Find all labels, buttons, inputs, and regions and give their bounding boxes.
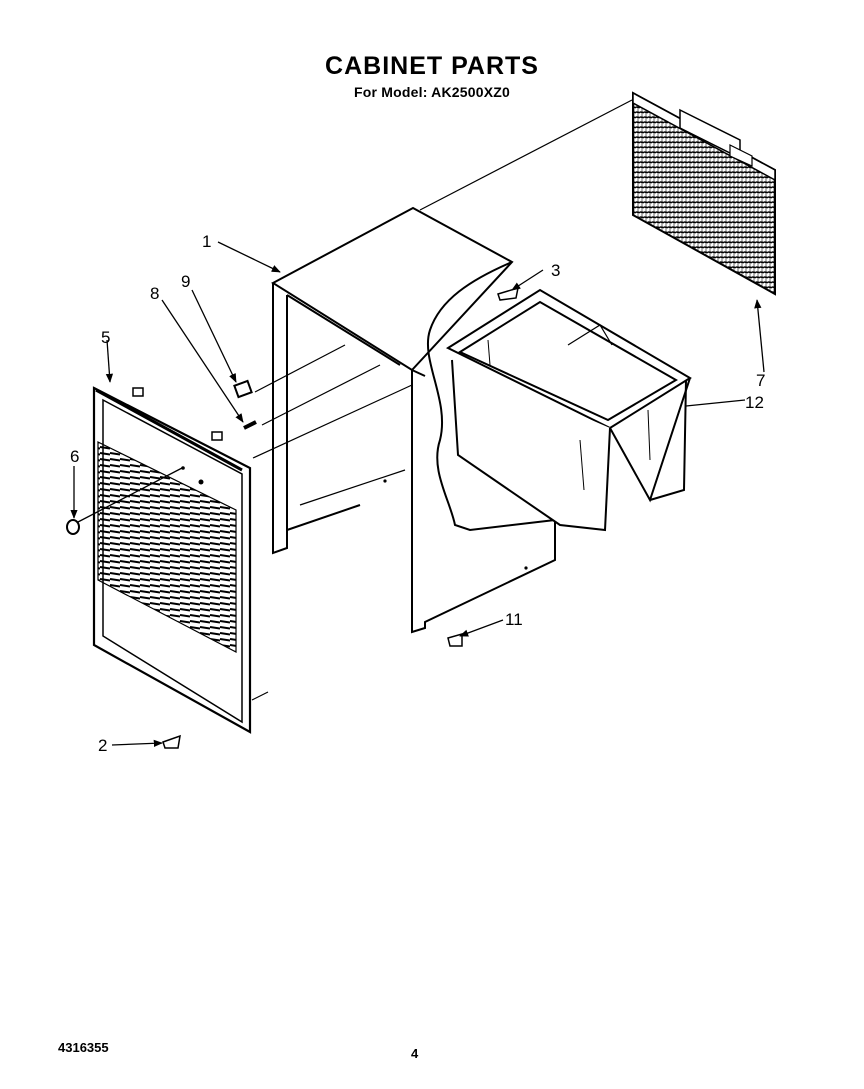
callout-3: 3 [551,261,560,280]
clip-part [233,379,253,399]
rear-grille [632,91,776,296]
knob-plug-part [66,519,80,535]
guide-line-top [419,99,633,211]
page-title: CABINET PARTS [325,52,539,80]
callout-1: 1 [202,232,211,251]
guide-lines-front [251,344,413,701]
callout-2: 2 [98,736,107,755]
callout-12: 12 [745,393,764,412]
screw-part-2 [162,734,181,749]
callout-11: 11 [505,610,523,629]
screw-part-8 [243,420,257,430]
callout-5: 5 [101,328,110,347]
screw-part-11 [447,633,463,647]
page-number: 4 [411,1046,419,1061]
screw-part-3 [497,286,519,301]
model-subtitle: For Model: AK2500XZ0 [354,84,510,100]
callout-9: 9 [181,272,190,291]
cabinet-wrapper [271,206,556,634]
base-pan [445,288,692,532]
callout-8: 8 [150,284,159,303]
leader-lines [70,241,765,747]
front-grille [92,386,252,734]
callout-6: 6 [70,447,79,466]
document-number: 4316355 [58,1040,109,1055]
callout-7: 7 [756,371,765,390]
